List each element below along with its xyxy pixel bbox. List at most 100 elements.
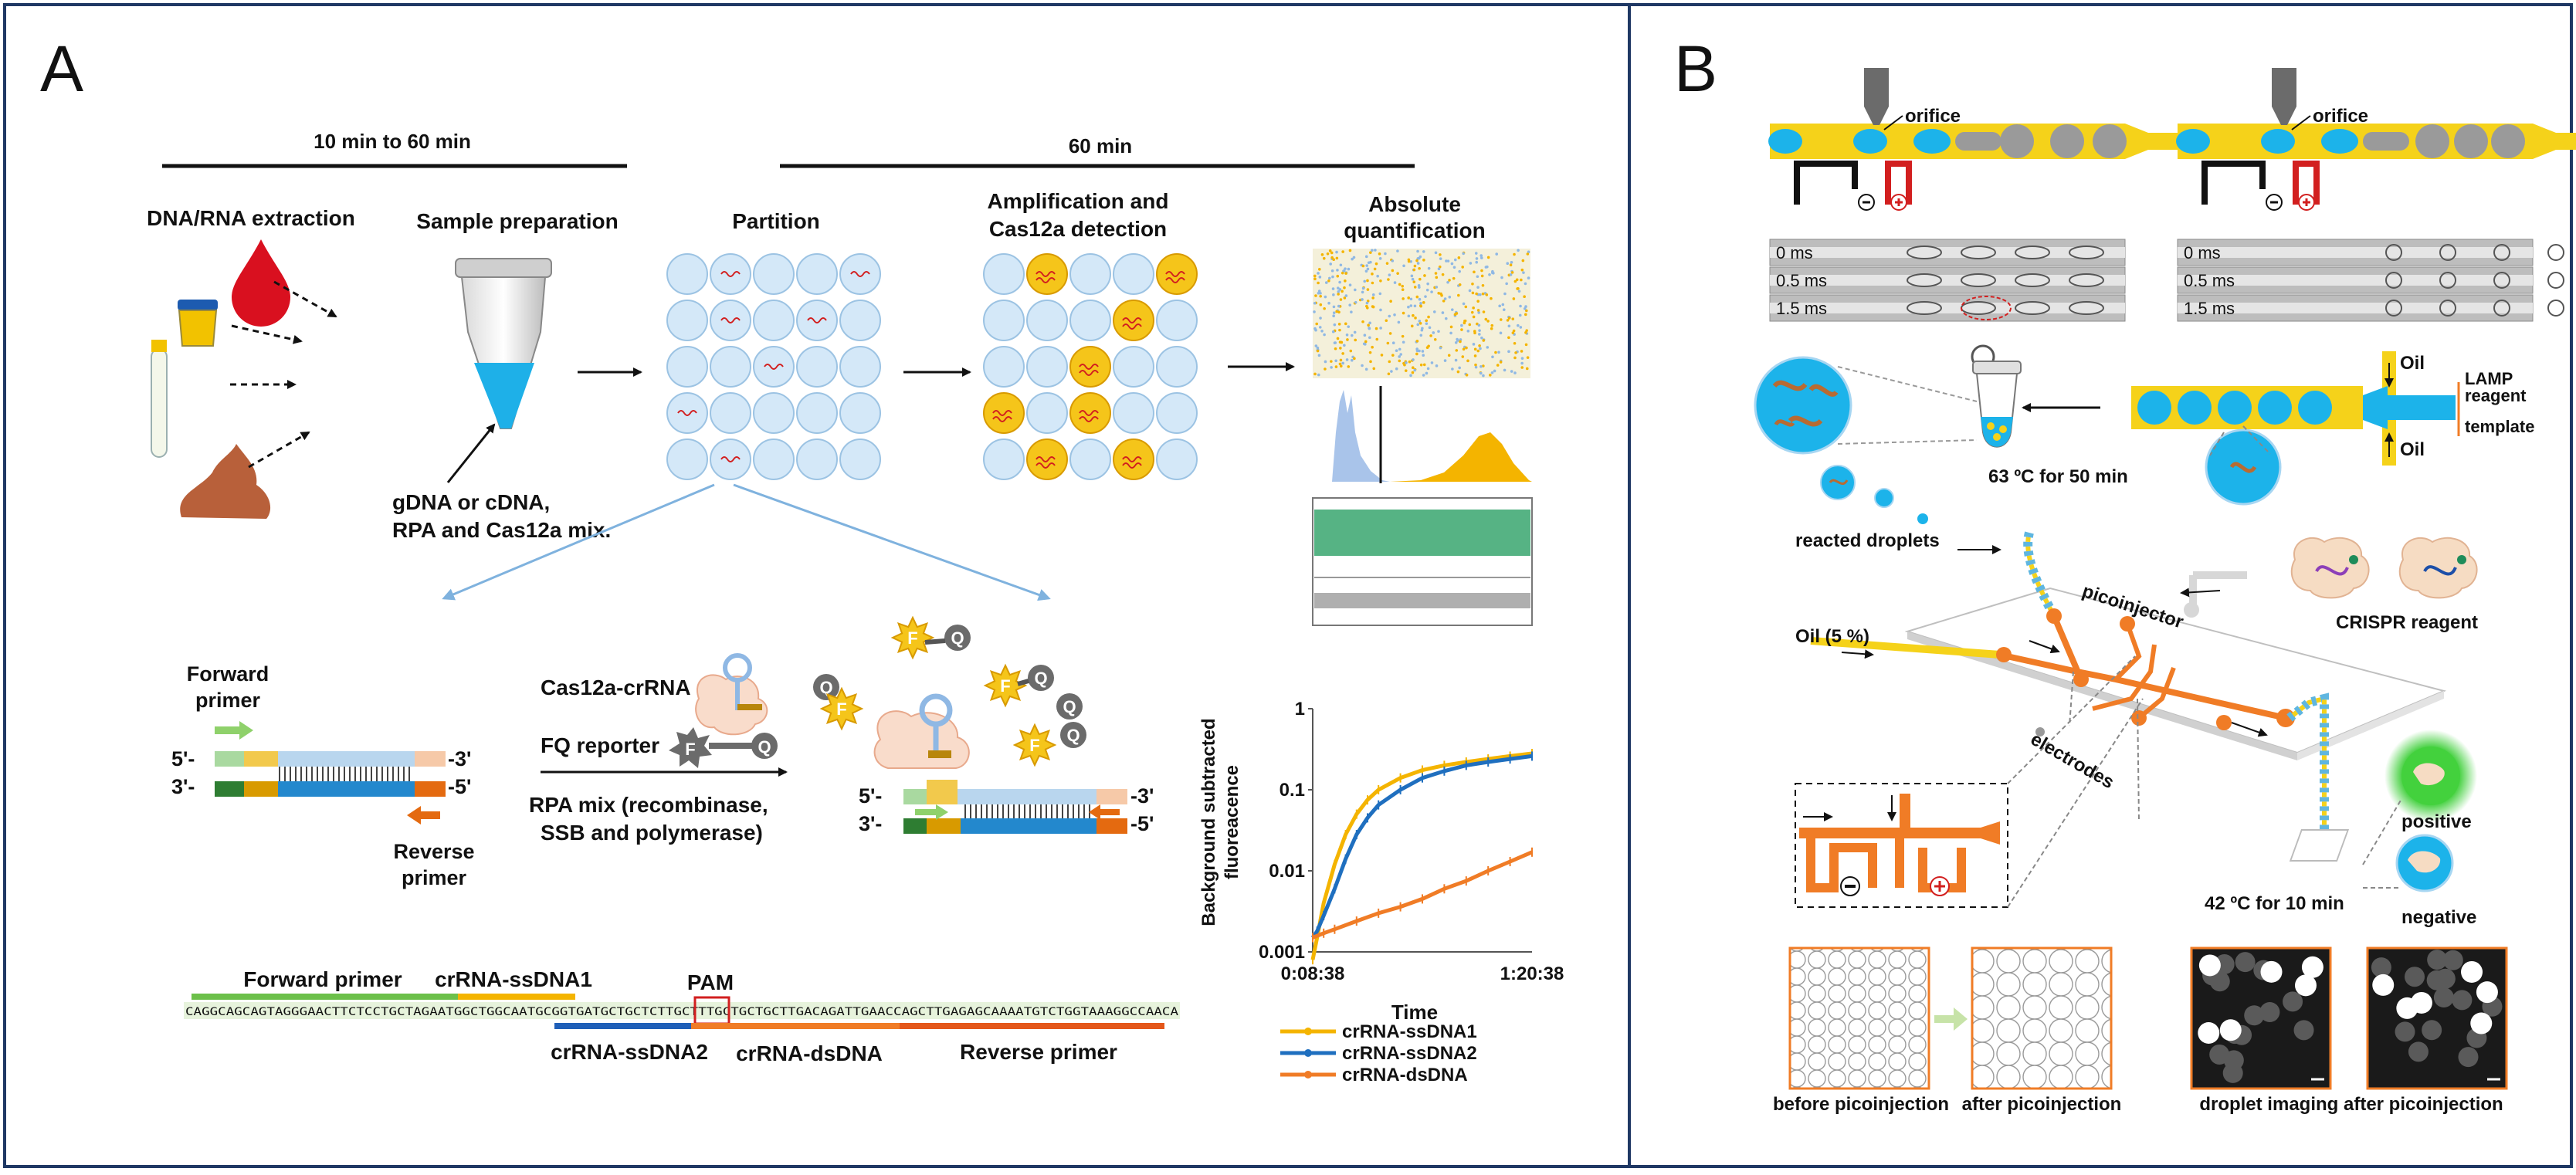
- partition-droplet: [796, 253, 838, 295]
- cas12a-crrna-label: Cas12a-crRNA: [541, 676, 691, 699]
- caption-before: before picoinjection: [1773, 1094, 1949, 1115]
- svg-text:F: F: [836, 699, 846, 719]
- positive-droplet: [1113, 300, 1154, 341]
- sequence-annotation: Forward primer crRNA-ssDNA1 PAM CAGGCAGC…: [184, 967, 1180, 1065]
- tube-pointer-arrow: [446, 423, 496, 483]
- seq-ssdna2-bar: [554, 1023, 713, 1029]
- forward-primer-label-2: primer: [195, 689, 261, 712]
- positive-droplet: [1026, 439, 1068, 480]
- before-after-arrow: [1934, 1007, 1968, 1031]
- legend-label: crRNA-ssDNA2: [1342, 1043, 1477, 1064]
- time-label: 0 ms: [2184, 243, 2221, 262]
- negative-droplet: [1026, 392, 1068, 434]
- partition-droplet: [710, 346, 751, 388]
- before-image: [1788, 946, 1930, 1090]
- sample-arrows: [230, 280, 337, 469]
- reverse-primer-label-1: Reverse: [393, 840, 474, 863]
- crispr-reagent-icon: [2290, 537, 2478, 599]
- negative-droplet: [983, 439, 1025, 480]
- partition-droplet: [753, 300, 795, 341]
- test-tube-icon: [151, 340, 168, 458]
- negative-droplet-icon: [2395, 834, 2454, 892]
- timeline-left-label: 10 min to 60 min: [314, 130, 471, 153]
- step-sample-prep: Sample preparation: [416, 209, 618, 233]
- partition-droplet: [753, 392, 795, 434]
- series-line-crRNA-ssDNA2: [1310, 753, 1533, 939]
- chart-x-tick-label: 1:20:38: [1500, 963, 1564, 984]
- incubation-2-label: 42 ºC for 10 min: [2205, 893, 2344, 914]
- rpa-mix-label-2: SSB and polymerase): [541, 821, 763, 845]
- positive-droplet: [1069, 392, 1111, 434]
- picoinjector-detail: [1795, 655, 2144, 908]
- r-3prime-end-label: -3': [1130, 784, 1154, 808]
- sequence-strip: [184, 1002, 1180, 1019]
- step-partition: Partition: [732, 209, 820, 233]
- partition-droplet: [710, 392, 751, 434]
- forward-primer-label-1: Forward: [187, 662, 269, 686]
- time-label: 0.5 ms: [1776, 271, 1827, 290]
- after-image: [1971, 946, 2113, 1090]
- fluorescence-image-1: [2190, 946, 2332, 1090]
- crispr-reagent-label: CRISPR reagent: [2336, 612, 2478, 633]
- dsdna-duplex: [215, 751, 446, 797]
- partition-droplet: [753, 346, 795, 388]
- negative-droplet: [1156, 346, 1198, 388]
- negative-droplet: [1069, 253, 1111, 295]
- step-absolute-1: Absolute: [1368, 192, 1461, 216]
- svg-text:Q: Q: [758, 737, 771, 757]
- positive-droplet: [1026, 253, 1068, 295]
- partition-droplet: [666, 300, 708, 341]
- chart-y-tick-label: 0.01: [1269, 861, 1305, 882]
- time-label: 0 ms: [1776, 243, 1813, 262]
- seq-reverse-label: Reverse primer: [960, 1040, 1117, 1064]
- seq-pam-label: PAM: [687, 970, 734, 994]
- picoinjector-chip: [1810, 531, 2447, 862]
- partition-droplet: [796, 392, 838, 434]
- caption-after: after picoinjection: [1962, 1094, 2122, 1115]
- negative-droplet: [1156, 392, 1198, 434]
- r-5prime-end-label: -5': [1130, 812, 1154, 835]
- negative-label: negative: [2401, 907, 2476, 928]
- fluorescence-image-2: [2366, 946, 2508, 1090]
- lamp-droplet-generator: [2022, 351, 2460, 506]
- partition-droplet: [710, 439, 751, 480]
- seq-reverse-bar: [900, 1023, 1164, 1029]
- step-absolute-2: quantification: [1344, 218, 1486, 242]
- template-label: template: [2465, 417, 2534, 436]
- histogram: [1313, 386, 1532, 483]
- positive-droplet: [1156, 253, 1198, 295]
- reacted-droplets-label: reacted droplets: [1795, 530, 1940, 551]
- chart-ylabel-2: fluoreacence: [1222, 765, 1242, 879]
- panel-b-letter: B: [1674, 32, 1717, 105]
- forward-primer-arrow: [215, 721, 253, 740]
- dna-5prime-end-label: -5': [448, 775, 471, 798]
- time-label: 0.5 ms: [2184, 271, 2235, 290]
- partition-grid: [666, 253, 881, 480]
- svg-text:F: F: [907, 628, 917, 648]
- partition-droplet: [710, 300, 751, 341]
- fq-reporter-icon: F Q: [669, 727, 778, 768]
- chart-xlabel: Time: [1391, 1001, 1438, 1024]
- chart-y-tick-label: 0.001: [1259, 942, 1305, 963]
- amplification-grid: [983, 253, 1198, 480]
- sample-tube-icon: [455, 258, 552, 429]
- chart-y-tick-label: 0.1: [1280, 780, 1305, 801]
- partition-droplet: [839, 300, 881, 341]
- caption-imaging: droplet imaging after picoinjection: [2199, 1094, 2503, 1115]
- zoom-droplet: [1754, 356, 1978, 524]
- picoinjection-chip-right: orifice: [2176, 68, 2576, 211]
- dna-5prime-label: 5'-: [171, 747, 195, 770]
- droplet-scatter-image: [1313, 249, 1530, 378]
- stool-icon: [180, 444, 271, 519]
- negative-droplet: [1026, 300, 1068, 341]
- seq-dsdna-label: crRNA-dsDNA: [736, 1041, 883, 1065]
- oil-5-label: Oil (5 %): [1795, 626, 1869, 647]
- tube-note-1: gDNA or cDNA,: [392, 490, 550, 514]
- partition-droplet: [666, 346, 708, 388]
- lamp-reagent-label-1: LAMP: [2465, 369, 2513, 388]
- micrograph-right: 0 ms 0.5 ms 1.5 ms: [2177, 239, 2564, 322]
- time-label: 1.5 ms: [2184, 299, 2235, 318]
- negative-droplet: [1026, 346, 1068, 388]
- step-extraction: DNA/RNA extraction: [147, 206, 355, 230]
